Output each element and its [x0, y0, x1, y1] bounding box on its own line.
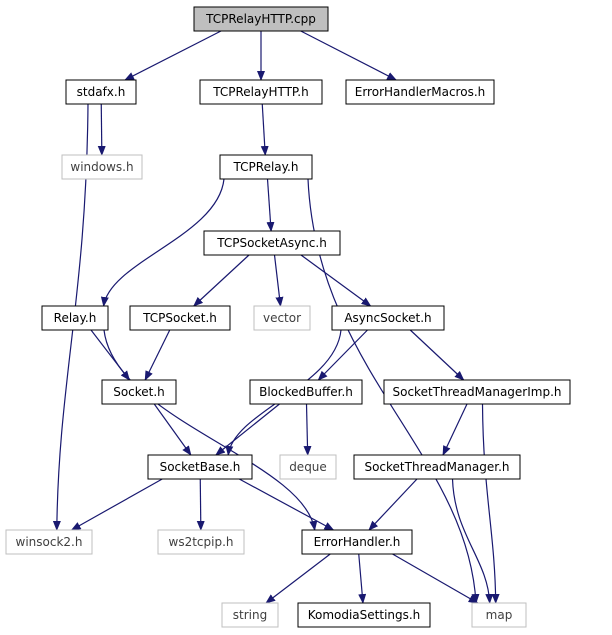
node-label-stmimp: SocketThreadManagerImp.h — [393, 385, 562, 399]
edge-root-to-errmacros — [300, 30, 398, 81]
edge-asyncsocket-to-stmimp — [409, 329, 465, 381]
node-errhandler[interactable]: ErrorHandler.h — [301, 529, 413, 555]
node-box-windows[interactable] — [61, 154, 143, 180]
node-label-windows: windows.h — [70, 160, 133, 174]
node-box-vector[interactable] — [253, 305, 311, 331]
node-winsock2[interactable]: winsock2.h — [5, 529, 93, 555]
node-box-relay[interactable] — [41, 305, 109, 331]
node-deque[interactable]: deque — [279, 454, 337, 480]
node-label-root: TCPRelayHTTP.cpp — [205, 12, 316, 26]
node-label-errmacros: ErrorHandlerMacros.h — [355, 85, 486, 99]
node-map[interactable]: map — [471, 602, 527, 628]
node-asyncsocket[interactable]: AsyncSocket.h — [331, 305, 445, 331]
node-box-tcpsockasync[interactable] — [203, 230, 341, 256]
node-socketbase[interactable]: SocketBase.h — [147, 454, 253, 480]
node-tcprelay[interactable]: TCPRelay.h — [219, 154, 313, 180]
node-label-string: string — [233, 608, 267, 622]
node-label-tcpsockasync: TCPSocketAsync.h — [216, 236, 327, 250]
node-box-winsock2[interactable] — [5, 529, 93, 555]
edge-stm-to-errhandler — [368, 478, 418, 531]
node-label-stm: SocketThreadManager.h — [364, 460, 509, 474]
node-label-tcpsocket: TCPSocket.h — [142, 311, 217, 325]
edge-tcprelay-to-tcpsockasync — [266, 178, 275, 232]
node-string[interactable]: string — [221, 602, 279, 628]
node-label-socketbase: SocketBase.h — [160, 460, 241, 474]
node-tcprelayhttp[interactable]: TCPRelayHTTP.h — [199, 79, 323, 105]
node-box-root[interactable] — [193, 6, 329, 32]
node-box-string[interactable] — [221, 602, 279, 628]
node-vector[interactable]: vector — [253, 305, 311, 331]
node-root[interactable]: TCPRelayHTTP.cpp — [193, 6, 329, 32]
node-label-winsock2: winsock2.h — [16, 535, 83, 549]
edge-tcpsockasync-to-vector — [273, 254, 284, 307]
node-tcpsockasync[interactable]: TCPSocketAsync.h — [203, 230, 341, 256]
node-relay[interactable]: Relay.h — [41, 305, 109, 331]
node-label-asyncsocket: AsyncSocket.h — [344, 311, 431, 325]
node-label-socket: Socket.h — [113, 385, 165, 399]
node-label-tcprelay: TCPRelay.h — [233, 160, 299, 174]
node-windows[interactable]: windows.h — [61, 154, 143, 180]
edge-errhandler-to-komodia — [358, 553, 367, 604]
node-label-errhandler: ErrorHandler.h — [314, 535, 401, 549]
edge-asyncsocket-to-blockedbuffer — [317, 329, 368, 381]
edge-stmimp-to-map — [481, 403, 500, 604]
edge-errhandler-to-map — [392, 553, 479, 604]
node-label-relay: Relay.h — [54, 311, 97, 325]
node-label-deque: deque — [289, 460, 327, 474]
node-label-komodia: KomodiaSettings.h — [308, 608, 421, 622]
node-box-socket[interactable] — [101, 379, 177, 405]
node-stm[interactable]: SocketThreadManager.h — [353, 454, 521, 480]
edge-tcprelay-to-relay — [100, 178, 225, 307]
node-stdafx[interactable]: stdafx.h — [65, 79, 137, 105]
edge-stdafx-to-windows — [97, 103, 106, 156]
node-box-deque[interactable] — [279, 454, 337, 480]
edge-tcpsockasync-to-tcpsocket — [193, 254, 250, 307]
node-tcpsocket[interactable]: TCPSocket.h — [129, 305, 231, 331]
node-box-errhandler[interactable] — [301, 529, 413, 555]
edge-relay-to-errhandler — [103, 329, 318, 531]
edge-blockedbuffer-to-deque — [303, 403, 312, 456]
node-box-asyncsocket[interactable] — [331, 305, 445, 331]
node-box-blockedbuffer[interactable] — [249, 379, 363, 405]
node-box-stmimp[interactable] — [383, 379, 571, 405]
node-box-tcprelayhttp[interactable] — [199, 79, 323, 105]
edge-tcpsocket-to-socket — [144, 329, 171, 381]
edge-socket-to-socketbase — [153, 403, 192, 456]
edge-socketbase-to-ws2tcpip — [196, 478, 205, 531]
edges-layer — [52, 30, 500, 604]
edge-stm-to-map — [451, 478, 494, 604]
node-box-ws2tcpip[interactable] — [157, 529, 245, 555]
node-box-stm[interactable] — [353, 454, 521, 480]
node-blockedbuffer[interactable]: BlockedBuffer.h — [249, 379, 363, 405]
node-label-tcprelayhttp: TCPRelayHTTP.h — [212, 85, 308, 99]
edge-stmimp-to-stm — [442, 403, 468, 456]
edge-errhandler-to-string — [265, 553, 331, 604]
node-stmimp[interactable]: SocketThreadManagerImp.h — [383, 379, 571, 405]
edge-blockedbuffer-to-socketbase — [215, 403, 280, 456]
edge-socketbase-to-winsock2 — [70, 478, 163, 531]
node-box-komodia[interactable] — [297, 602, 431, 628]
node-label-ws2tcpip: ws2tcpip.h — [169, 535, 234, 549]
edge-tcprelayhttp-to-tcprelay — [260, 103, 269, 156]
node-socket[interactable]: Socket.h — [101, 379, 177, 405]
node-errmacros[interactable]: ErrorHandlerMacros.h — [345, 79, 495, 105]
node-box-tcprelay[interactable] — [219, 154, 313, 180]
node-label-blockedbuffer: BlockedBuffer.h — [259, 385, 353, 399]
node-box-map[interactable] — [471, 602, 527, 628]
node-label-map: map — [486, 608, 513, 622]
edge-root-to-stdafx — [124, 30, 222, 81]
node-box-socketbase[interactable] — [147, 454, 253, 480]
node-ws2tcpip[interactable]: ws2tcpip.h — [157, 529, 245, 555]
node-box-errmacros[interactable] — [345, 79, 495, 105]
node-box-stdafx[interactable] — [65, 79, 137, 105]
node-komodia[interactable]: KomodiaSettings.h — [297, 602, 431, 628]
edge-tcpsockasync-to-asyncsocket — [300, 254, 372, 307]
node-label-stdafx: stdafx.h — [77, 85, 126, 99]
edge-socketbase-to-errhandler — [238, 478, 335, 531]
node-box-tcpsocket[interactable] — [129, 305, 231, 331]
node-label-vector: vector — [263, 311, 301, 325]
